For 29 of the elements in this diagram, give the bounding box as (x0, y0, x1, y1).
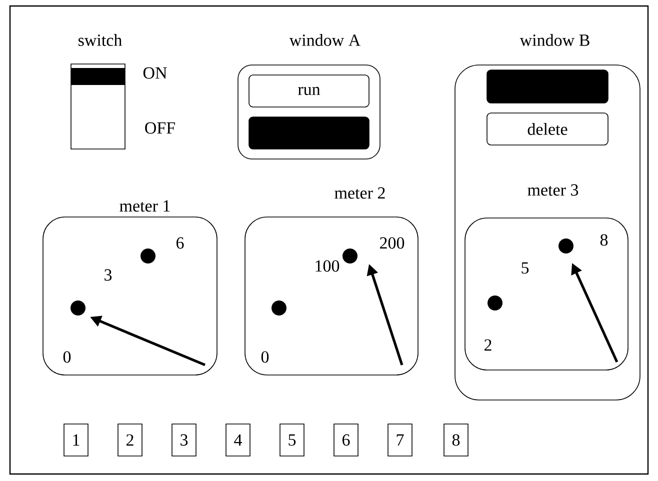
switch-title: switch (78, 34, 122, 46)
window-title: window B (520, 34, 590, 46)
number-key: 4 (226, 424, 250, 456)
scale-number: 0 (63, 351, 71, 363)
number-key: 3 (172, 424, 196, 456)
button: run (248, 74, 370, 108)
scale-number: 8 (600, 234, 608, 246)
scale-number: 200 (380, 237, 404, 249)
filled-button (248, 116, 370, 150)
meter-title: meter 2 (334, 187, 385, 199)
number-key: 7 (388, 424, 412, 456)
scale-number: 2 (484, 339, 492, 351)
state-label: OFF (145, 122, 175, 134)
number-key: 5 (280, 424, 304, 456)
number-key: 8 (444, 424, 468, 456)
number-key: 6 (334, 424, 358, 456)
state-label: ON (143, 67, 167, 79)
meter-title: meter 1 (120, 200, 170, 212)
window-title: window A (289, 34, 361, 46)
scale-number: 6 (176, 237, 184, 249)
scale-number: 5 (522, 262, 529, 274)
filled-button (486, 70, 608, 104)
number-key: 1 (64, 424, 88, 456)
scale-number: 3 (104, 269, 112, 281)
button: delete (486, 112, 608, 146)
meter-title: meter 3 (528, 184, 578, 196)
number-key: 2 (118, 424, 142, 456)
scale-number: 100 (316, 260, 340, 272)
scale-number: 0 (261, 351, 269, 363)
